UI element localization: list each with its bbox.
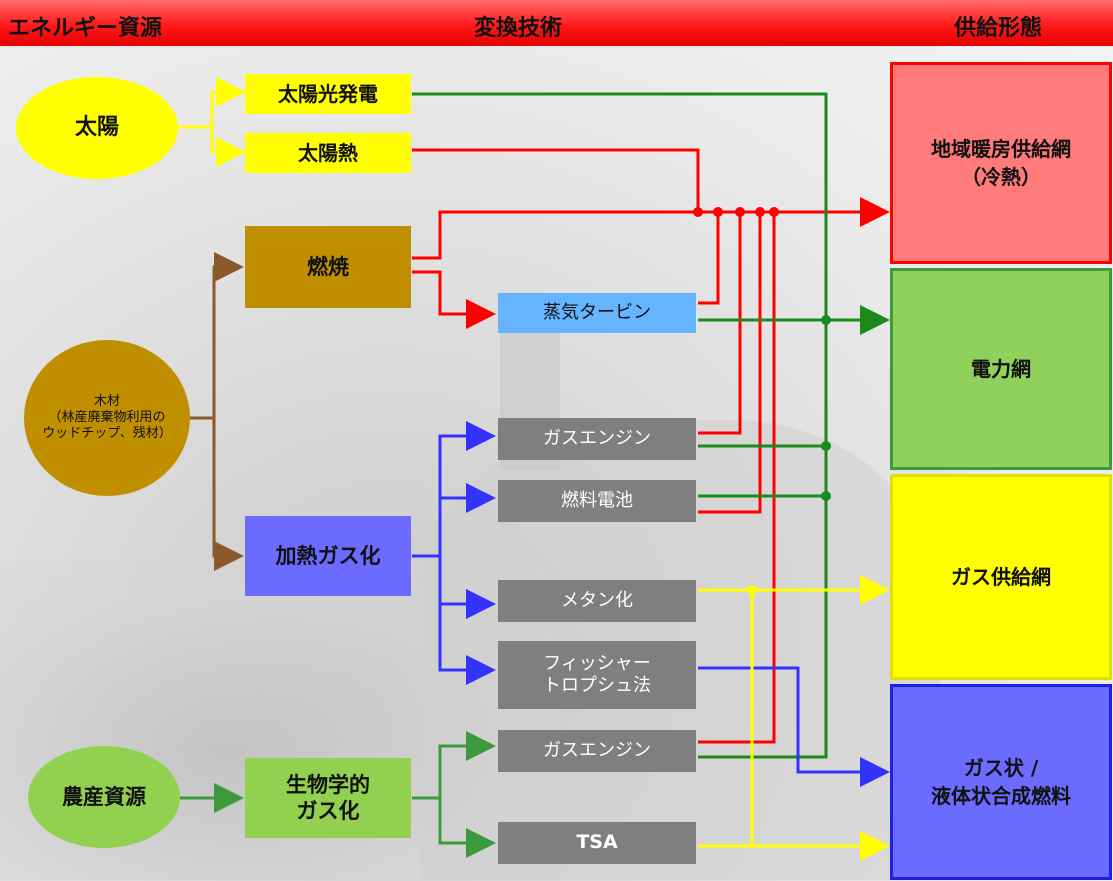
tech-tsa-label: TSA [576, 831, 618, 854]
wire-syngas [438, 483, 496, 556]
tech-steam-turbine-label: 蒸気タービン [543, 301, 651, 323]
wire-syngas [412, 421, 496, 558]
header-bar: エネルギー資源 変換技術 供給形態 [0, 0, 1113, 46]
output-power-grid-label: 電力網 [971, 357, 1031, 381]
tech-fischer-tropsch-label: フィッシャー トロプシュ法 [543, 652, 651, 697]
tech-gas-engine-1: ガスエンジン [498, 418, 696, 460]
junction-dot [713, 207, 723, 217]
process-combustion-label: 燃焼 [307, 254, 349, 279]
tech-fuel-cell: 燃料電池 [498, 480, 696, 522]
header-conversion-tech: 変換技術 [474, 16, 563, 41]
source-wood-label: 木材 （林産廃棄物利用の ウッドチップ、残材） [42, 393, 172, 442]
output-synthetic-fuel: ガス状 / 液体状合成燃料 [890, 684, 1112, 880]
junction-dot [747, 585, 757, 595]
tech-gas-engine-2: ガスエンジン [498, 730, 696, 772]
source-sun-label: 太陽 [74, 115, 119, 141]
wire-agri [438, 798, 496, 858]
tech-solar-heat: 太陽熱 [245, 133, 411, 173]
wire-heat [412, 210, 698, 260]
tech-solar-heat-label: 太陽熱 [298, 140, 358, 165]
source-agri-label: 農産資源 [62, 784, 146, 809]
wire-heat [698, 212, 720, 305]
wire-wood [212, 418, 244, 571]
wire-agri [412, 731, 496, 800]
junction-dot [755, 207, 765, 217]
output-gas-grid-label: ガス供給網 [951, 565, 1051, 589]
wire-wood [190, 252, 244, 420]
wire-heat [412, 270, 496, 329]
wire-power [412, 92, 828, 759]
process-bio-gasification: 生物学的 ガス化 [245, 758, 411, 838]
tech-solar-pv-label: 太陽光発電 [278, 81, 378, 106]
output-synthetic-fuel-label: ガス状 / 液体状合成燃料 [931, 756, 1071, 808]
tech-gas-engine-1-label: ガスエンジン [543, 427, 651, 449]
junction-dot [693, 207, 703, 217]
output-district-heating: 地域暖房供給網 （冷熱） [890, 62, 1112, 264]
wire-heat [698, 212, 762, 514]
source-sun: 太陽 [16, 77, 178, 179]
output-district-heating-label: 地域暖房供給網 （冷熱） [931, 137, 1071, 189]
header-energy-resources: エネルギー資源 [8, 16, 163, 41]
tech-solar-pv: 太陽光発電 [245, 74, 411, 114]
output-power-grid: 電力網 [890, 268, 1112, 470]
wire-fuel [698, 666, 890, 787]
source-wood: 木材 （林産廃棄物利用の ウッドチップ、残材） [24, 340, 190, 496]
junction-dot [821, 315, 831, 325]
process-thermal-gasification-label: 加熱ガス化 [275, 543, 381, 568]
wire-syngas [438, 556, 496, 619]
wire-syngas [438, 556, 496, 685]
process-bio-gasification-label: 生物学的 ガス化 [286, 772, 370, 823]
wire-sun [210, 127, 246, 167]
header-supply-form: 供給形態 [954, 16, 1043, 41]
wire-heat [698, 212, 776, 744]
tech-steam-turbine: 蒸気タービン [498, 293, 696, 333]
tech-tsa: TSA [498, 822, 696, 864]
tech-gas-engine-2-label: ガスエンジン [543, 739, 651, 761]
junction-dot [821, 491, 831, 501]
wire-sun [178, 77, 246, 129]
tech-fischer-tropsch: フィッシャー トロプシュ法 [498, 641, 696, 709]
junction-dot [769, 207, 779, 217]
tech-fuel-cell-label: 燃料電池 [561, 489, 633, 511]
output-gas-grid: ガス供給網 [890, 474, 1112, 680]
process-thermal-gasification: 加熱ガス化 [245, 516, 411, 596]
source-agri: 農産資源 [28, 746, 180, 848]
tech-methanation-label: メタン化 [561, 589, 633, 611]
process-combustion: 燃焼 [245, 226, 411, 308]
wire-heat [698, 212, 742, 435]
wire-heat [412, 148, 890, 227]
tech-methanation: メタン化 [498, 580, 696, 622]
junction-dot [735, 207, 745, 217]
junction-dot [821, 441, 831, 451]
